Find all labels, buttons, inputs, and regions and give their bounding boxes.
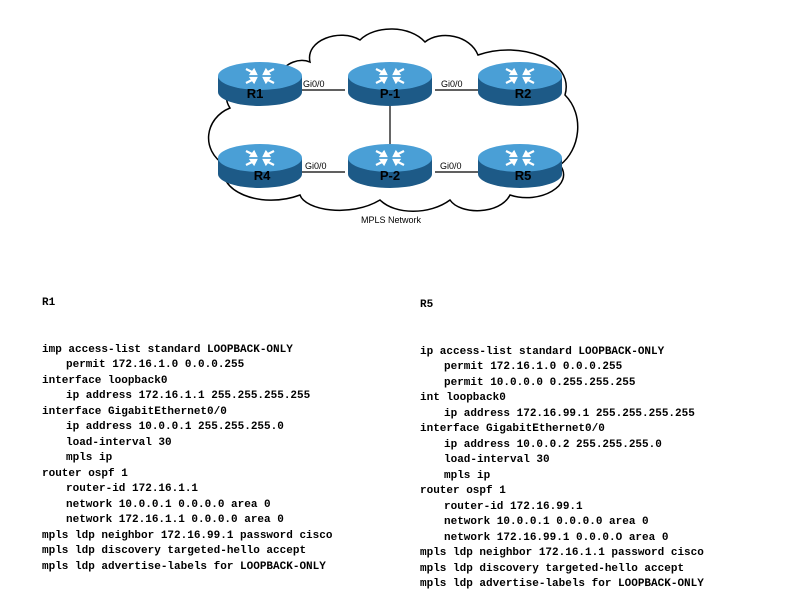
config-line: int loopback0 <box>420 392 506 404</box>
config-line: imp access-list standard LOOPBACK-ONLY <box>42 343 293 356</box>
config-line: interface GigabitEthernet0/0 <box>420 423 605 435</box>
config-line: permit 172.16.1.0 0.0.0.255 <box>66 359 245 371</box>
config-line: interface loopback0 <box>42 374 168 387</box>
iface-label-p1: Gi0/0 <box>441 79 463 89</box>
network-topology-diagram: R1 P-1 R2 R4 P-2 R5 Gi0/0 Gi0/0 Gi0/0 Gi… <box>208 28 579 225</box>
r1-config-title: R1 <box>42 297 56 309</box>
config-line: mpls ip <box>66 452 113 464</box>
router-label-p1: P-1 <box>380 86 400 101</box>
config-line: permit 10.0.0.0 0.255.255.255 <box>444 376 636 389</box>
network-label: MPLS Network <box>361 215 422 225</box>
config-line: mpls ldp advertise-labels for LOOPBACK-O… <box>420 578 704 590</box>
iface-label-r1: Gi0/0 <box>303 79 325 89</box>
config-line: ip address 10.0.0.1 255.255.255.0 <box>66 421 284 433</box>
config-line: network 10.0.0.1 0.0.0.0 area 0 <box>444 516 649 528</box>
config-line: network 172.16.99.1 0.0.0.O area 0 <box>444 531 669 544</box>
iface-label-r4: Gi0/0 <box>305 161 327 171</box>
r5-config-lines: ip access-list standard LOOPBACK-ONLY per… <box>420 345 704 593</box>
config-line: router-id 172.16.99.1 <box>444 500 583 513</box>
config-line: network 10.0.0.1 0.0.0.0 area 0 <box>66 498 271 511</box>
router-label-r5: R5 <box>515 168 532 183</box>
config-line: load-interval 30 <box>66 436 172 449</box>
config-line: mpls ldp discovery targeted-hello accept <box>42 545 307 557</box>
router-label-r1: R1 <box>247 86 264 101</box>
r5-config-block: R5 ip access-list standard LOOPBACK-ONLY… <box>420 267 704 608</box>
config-line: mpls ldp neighbor 172.16.1.1 password ci… <box>420 547 704 559</box>
router-label-r4: R4 <box>254 168 271 183</box>
r1-config-lines: imp access-list standard LOOPBACK-ONLY pe… <box>42 343 332 576</box>
config-line: ip address 172.16.1.1 255.255.255.255 <box>66 390 311 402</box>
config-line: load-interval 30 <box>444 454 550 466</box>
config-line: mpls ldp discovery targeted-hello accept <box>420 562 685 575</box>
mpls-cloud <box>208 28 579 212</box>
router-label-p2: P-2 <box>380 168 400 183</box>
config-line: ip access-list standard LOOPBACK-ONLY <box>420 345 665 358</box>
r1-config-block: R1 imp access-list standard LOOPBACK-ONL… <box>42 265 332 591</box>
config-line: permit 172.16.1.0 0.0.0.255 <box>444 361 623 373</box>
router-label-r2: R2 <box>515 86 532 101</box>
config-line: ip address 10.0.0.2 255.255.255.0 <box>444 438 662 451</box>
config-line: mpls ldp neighbor 172.16.99.1 password c… <box>42 529 333 542</box>
iface-label-p2: Gi0/0 <box>440 161 462 171</box>
config-line: router-id 172.16.1.1 <box>66 483 199 495</box>
config-line: mpls ip <box>444 469 491 482</box>
config-line: interface GigabitEthernet0/0 <box>42 405 227 418</box>
config-line: network 172.16.1.1 0.0.0.0 area 0 <box>66 514 284 526</box>
config-line: ip address 172.16.99.1 255.255.255.255 <box>444 407 695 420</box>
config-line: router ospf 1 <box>420 485 506 497</box>
config-line: router ospf 1 <box>42 467 128 480</box>
r5-config-title: R5 <box>420 299 434 311</box>
